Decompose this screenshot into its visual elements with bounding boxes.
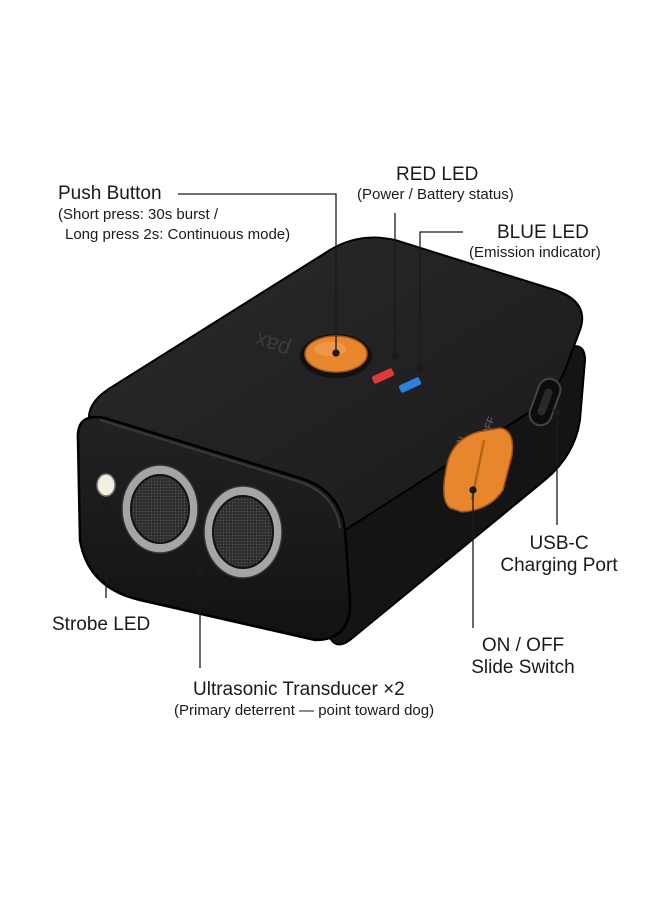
blue-led-sub: (Emission indicator) (469, 244, 601, 261)
leader-push-button (178, 193, 337, 352)
push-button-title: Push Button (58, 183, 162, 204)
leader-blue-led (419, 231, 463, 368)
leader-switch-dot (469, 486, 477, 494)
transducer-mesh-right (212, 495, 274, 569)
strobe-led (96, 473, 116, 497)
usb-c-line1: USB-C (529, 533, 589, 554)
leader-transducer-dot (196, 569, 204, 577)
strobe-led-title: Strobe LED (52, 614, 151, 635)
leader-usb-c-dot (553, 408, 561, 416)
transducer-title: Ultrasonic Transducer ×2 (193, 679, 405, 700)
leader-push-button-dot (332, 349, 340, 357)
red-led-sub: (Power / Battery status) (357, 186, 514, 203)
transducer-sub: (Primary deterrent — point toward dog) (174, 702, 435, 719)
switch-line2: Slide Switch (471, 657, 575, 678)
red-led (371, 368, 395, 384)
leader-strobe-dot (102, 501, 110, 509)
push-button-line2: Long press 2s: Continuous mode) (65, 226, 291, 243)
blue-led-title: BLUE LED (497, 222, 589, 243)
push-button-line1: (Short press: 30s burst / (58, 206, 219, 223)
usb-c-port-inner (537, 388, 553, 416)
red-led-title: RED LED (396, 164, 479, 185)
device-edge-highlight (99, 419, 341, 529)
usb-c-line2: Charging Port (500, 555, 618, 576)
push-button-shine (314, 342, 346, 356)
switch-line1: ON / OFF (481, 635, 565, 656)
transducer-mesh-left (130, 474, 190, 544)
leader-red-led-dot (391, 352, 399, 360)
leader-lines (102, 193, 561, 668)
leader-blue-led-dot (416, 364, 424, 372)
blue-led (398, 377, 422, 393)
